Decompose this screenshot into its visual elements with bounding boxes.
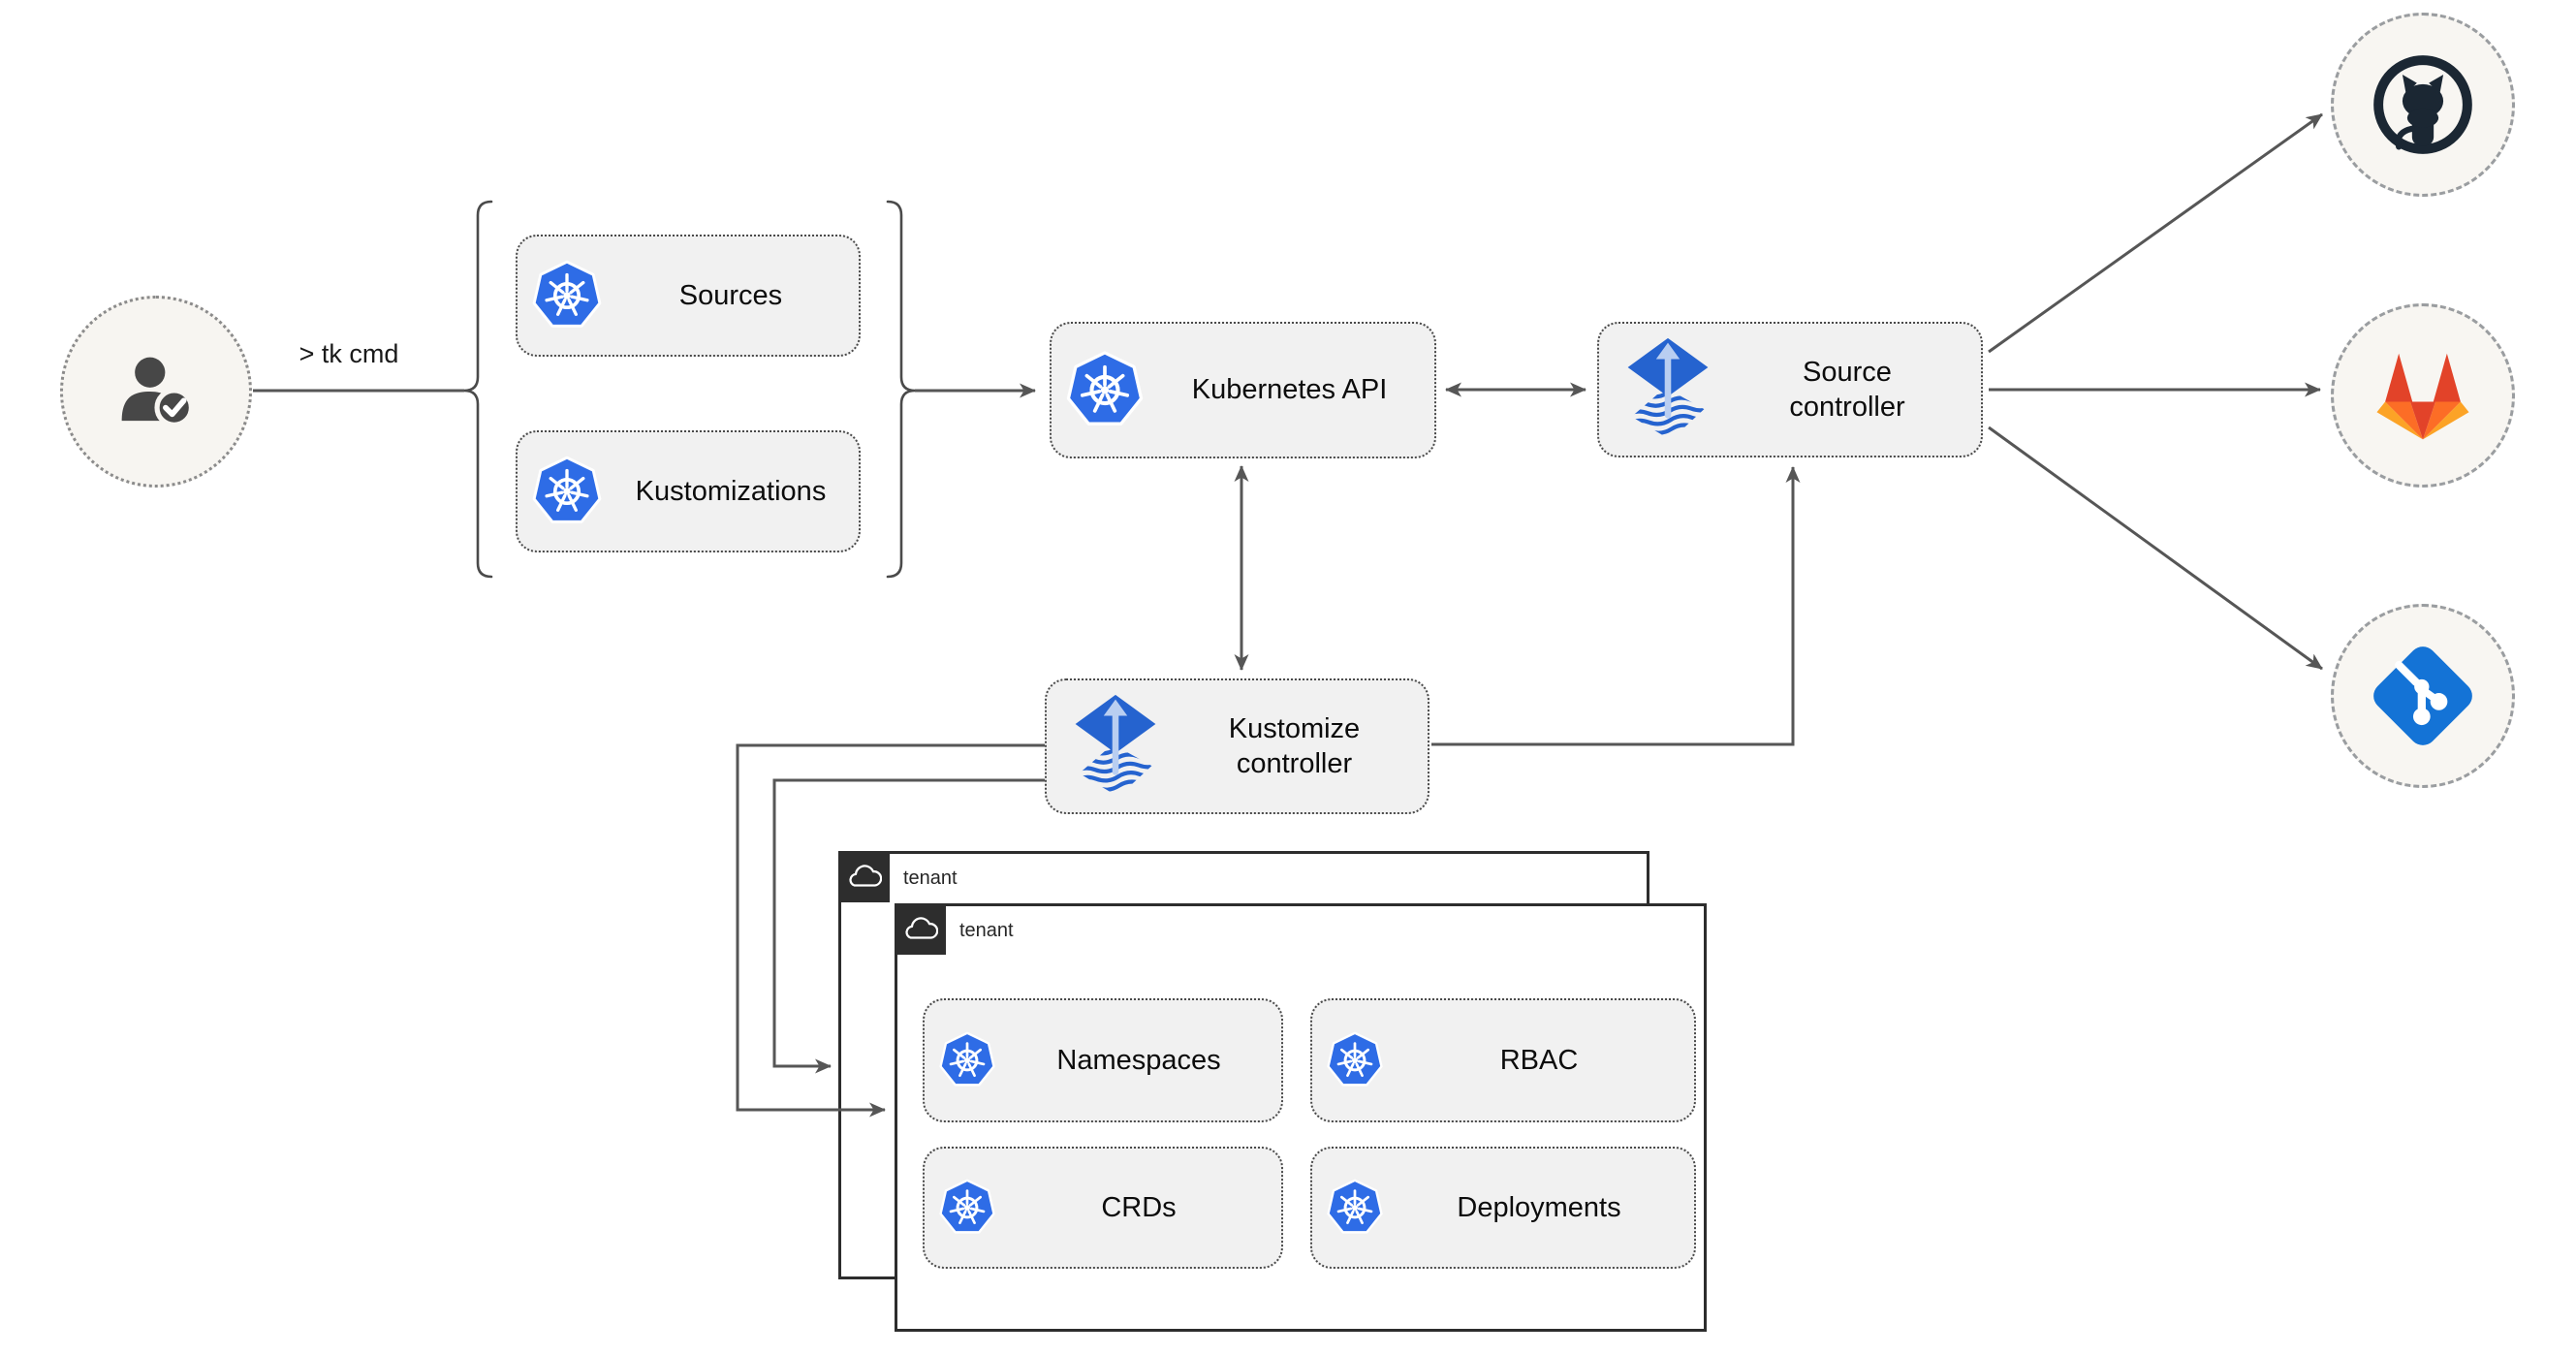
tenant-header	[838, 851, 890, 902]
kubernetes-icon	[1065, 347, 1145, 433]
provider-gitlab	[2331, 303, 2515, 488]
tenant-label: tenant	[903, 867, 958, 889]
user-check-icon	[106, 341, 206, 442]
node-source-controller: Source controller	[1597, 322, 1983, 457]
node-label: Kustomize controller	[1228, 712, 1361, 779]
tenant-header	[895, 903, 946, 955]
node-label: Source controller	[1789, 356, 1905, 423]
kubernetes-icon	[938, 1028, 996, 1092]
node-sources: Sources	[516, 235, 861, 357]
user-avatar	[60, 296, 252, 488]
crd-brace-right	[886, 200, 916, 579]
kubernetes-icon	[1326, 1028, 1384, 1092]
crd-brace-left	[463, 200, 493, 579]
provider-github	[2331, 13, 2515, 197]
gitlab-icon	[2371, 347, 2475, 444]
git-icon	[2366, 639, 2480, 753]
node-label: RBAC	[1499, 1044, 1579, 1076]
kubernetes-icon	[531, 453, 603, 530]
node-kubernetes-api: Kubernetes API	[1050, 322, 1436, 458]
arrow-kustomize-to-source	[1431, 466, 1801, 746]
flux-icon	[1070, 693, 1161, 801]
arrow-source-to-github	[1988, 112, 2323, 354]
arrow-source-to-git	[1988, 425, 2323, 671]
github-icon	[2363, 45, 2483, 165]
node-deployments: Deployments	[1310, 1147, 1696, 1269]
cloud-icon	[903, 916, 938, 942]
provider-git	[2331, 604, 2515, 788]
node-crds: CRDs	[923, 1147, 1283, 1269]
node-kustomize-controller: Kustomize controller	[1045, 678, 1429, 814]
flux-icon	[1622, 336, 1713, 444]
node-label: Deployments	[1457, 1191, 1621, 1223]
node-kustomizations: Kustomizations	[516, 430, 861, 552]
node-label: Namespaces	[1056, 1044, 1221, 1076]
node-label: Kustomizations	[635, 475, 827, 507]
node-rbac: RBAC	[1310, 998, 1696, 1122]
cli-command-label: > tk cmd	[298, 339, 399, 368]
kubernetes-icon	[1326, 1176, 1384, 1240]
node-label: Kubernetes API	[1191, 374, 1388, 406]
node-label: Sources	[678, 279, 783, 311]
node-namespaces: Namespaces	[923, 998, 1283, 1122]
kubernetes-icon	[531, 257, 603, 334]
tenant-label: tenant	[959, 920, 1014, 941]
node-label: CRDs	[1101, 1191, 1177, 1223]
cloud-icon	[847, 864, 882, 890]
kubernetes-icon	[938, 1176, 996, 1240]
